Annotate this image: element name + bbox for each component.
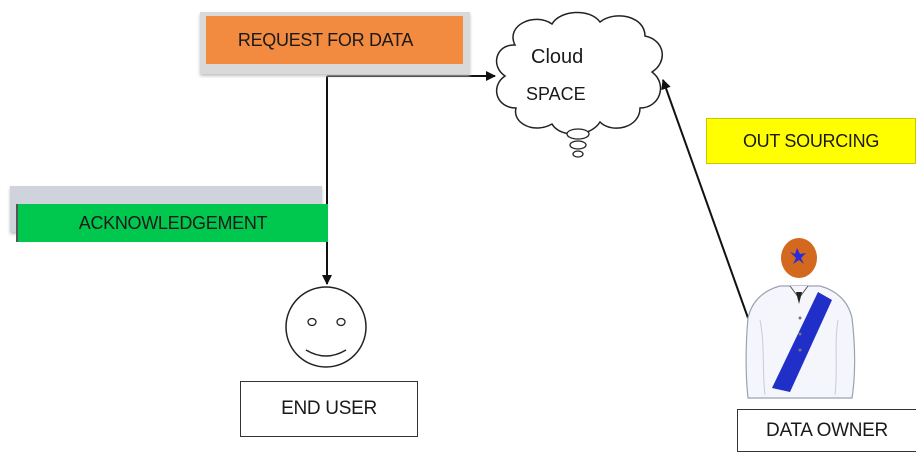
data-owner-label: DATA OWNER (737, 409, 916, 452)
end-user-label: END USER (240, 381, 418, 437)
request-for-data-label: REQUEST FOR DATA (206, 16, 463, 64)
out-sourcing-label: OUT SOURCING (706, 118, 916, 164)
data-owner-figure-icon (745, 238, 856, 399)
cloud-title: Cloud (531, 46, 584, 68)
end-user-smiley-icon (285, 286, 367, 368)
acknowledgement-text: ACKNOWLEDGEMENT (78, 212, 268, 233)
outsourcing-arrow (661, 79, 749, 319)
request-for-data-text: REQUEST FOR DATA (237, 29, 414, 50)
out-sourcing-text: OUT SOURCING (742, 130, 880, 151)
cloud-subtitle: SPACE (526, 84, 586, 104)
cloud-icon (495, 11, 663, 158)
data-owner-text: DATA OWNER (766, 419, 888, 441)
end-user-text: END USER (281, 398, 377, 419)
acknowledgement-label: ACKNOWLEDGEMENT (16, 204, 328, 242)
